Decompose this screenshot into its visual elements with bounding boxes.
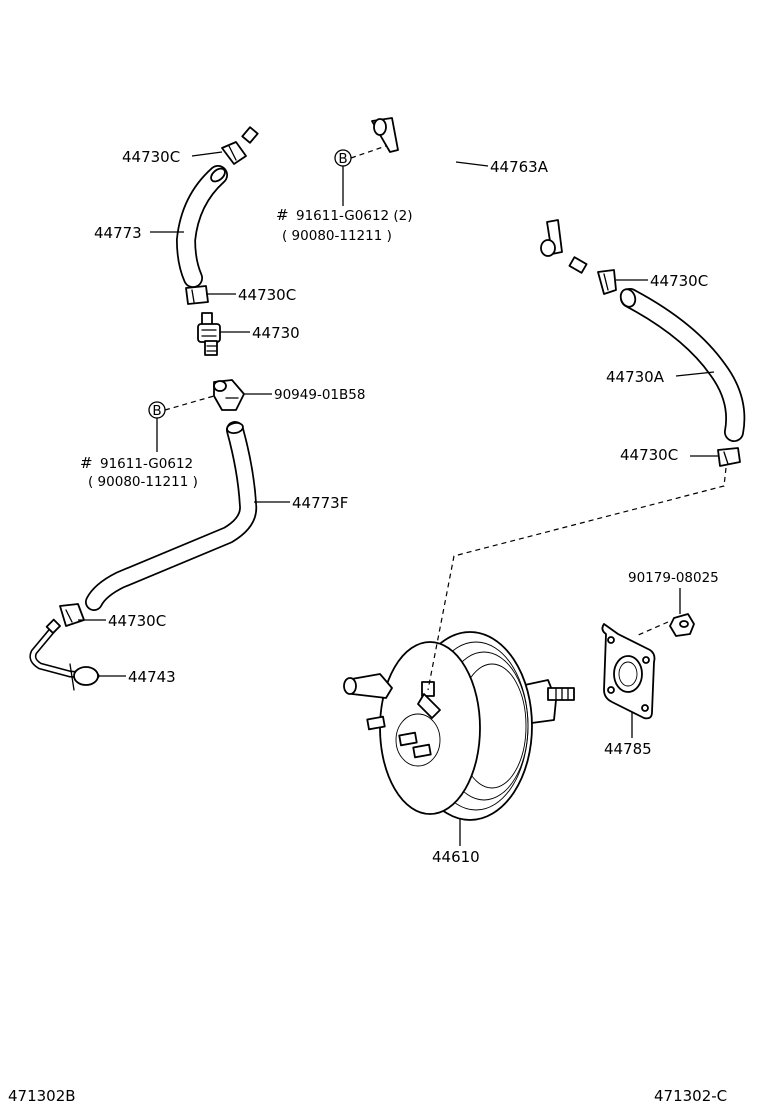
pipe-44743 bbox=[29, 618, 100, 691]
brake-booster-44610 bbox=[343, 631, 575, 821]
hose-44730a bbox=[619, 288, 746, 442]
clamp-top-left bbox=[221, 141, 247, 165]
clamp-right-lower bbox=[717, 447, 741, 467]
hose-44773f bbox=[85, 421, 258, 611]
label-pipe-44743: 44743 bbox=[128, 668, 176, 686]
label-bolt-top-part: 91611-G0612 (2) bbox=[296, 208, 413, 224]
label-clamp-right-lower: 44730C bbox=[620, 446, 678, 464]
label-booster-44610: 44610 bbox=[432, 848, 480, 866]
label-clamp-lower-left: 44730C bbox=[108, 612, 166, 630]
label-bolt-mid-mark: # bbox=[80, 454, 93, 472]
label-clamp-right-upper: 44730C bbox=[650, 272, 708, 290]
label-bolt-top-mark: # bbox=[276, 206, 289, 224]
check-valve-44730 bbox=[197, 312, 221, 356]
label-hose-44773: 44773 bbox=[94, 224, 142, 242]
label-union-90949: 90949-01B58 bbox=[274, 387, 365, 403]
union-fitting-90949 bbox=[213, 379, 245, 411]
bolt-marker-mid: B bbox=[148, 401, 166, 419]
label-nut-90179: 90179-08025 bbox=[628, 570, 719, 586]
hose-44773 bbox=[175, 165, 228, 288]
footer-right-code: 471302-C bbox=[654, 1087, 727, 1105]
label-clamp-top-left: 44730C bbox=[122, 148, 180, 166]
vacuum-pipe-44763a bbox=[241, 86, 588, 274]
clamp-right-upper bbox=[597, 269, 617, 295]
label-clamp-mid-left: 44730C bbox=[238, 286, 296, 304]
clamp-mid-left bbox=[185, 285, 209, 305]
label-pipe-44763a: 44763A bbox=[490, 158, 549, 176]
label-gasket-44785: 44785 bbox=[604, 740, 652, 758]
label-hose-44730a: 44730A bbox=[606, 368, 665, 386]
bolt-marker-top: B bbox=[334, 149, 352, 167]
nut-90179 bbox=[669, 613, 695, 637]
leader-lines bbox=[78, 151, 718, 846]
label-bolt-mid-part: 91611-G0612 bbox=[100, 456, 193, 472]
footer-left-code: 471302B bbox=[8, 1087, 76, 1105]
svg-text:B: B bbox=[338, 151, 347, 167]
label-bolt-mid-alt: ( 90080-11211 ) bbox=[88, 474, 198, 490]
label-hose-44773f: 44773F bbox=[292, 494, 348, 512]
gasket-44785 bbox=[601, 623, 656, 720]
clamp-lower-left bbox=[59, 603, 85, 627]
label-check-valve: 44730 bbox=[252, 324, 300, 342]
svg-text:B: B bbox=[152, 403, 161, 419]
dashed-guide-lines bbox=[164, 145, 727, 691]
label-bolt-top-alt: ( 90080-11211 ) bbox=[282, 228, 392, 244]
part-labels: 44730C 44763A 44773 # 91611-G0612 (2) ( … bbox=[8, 148, 727, 1105]
